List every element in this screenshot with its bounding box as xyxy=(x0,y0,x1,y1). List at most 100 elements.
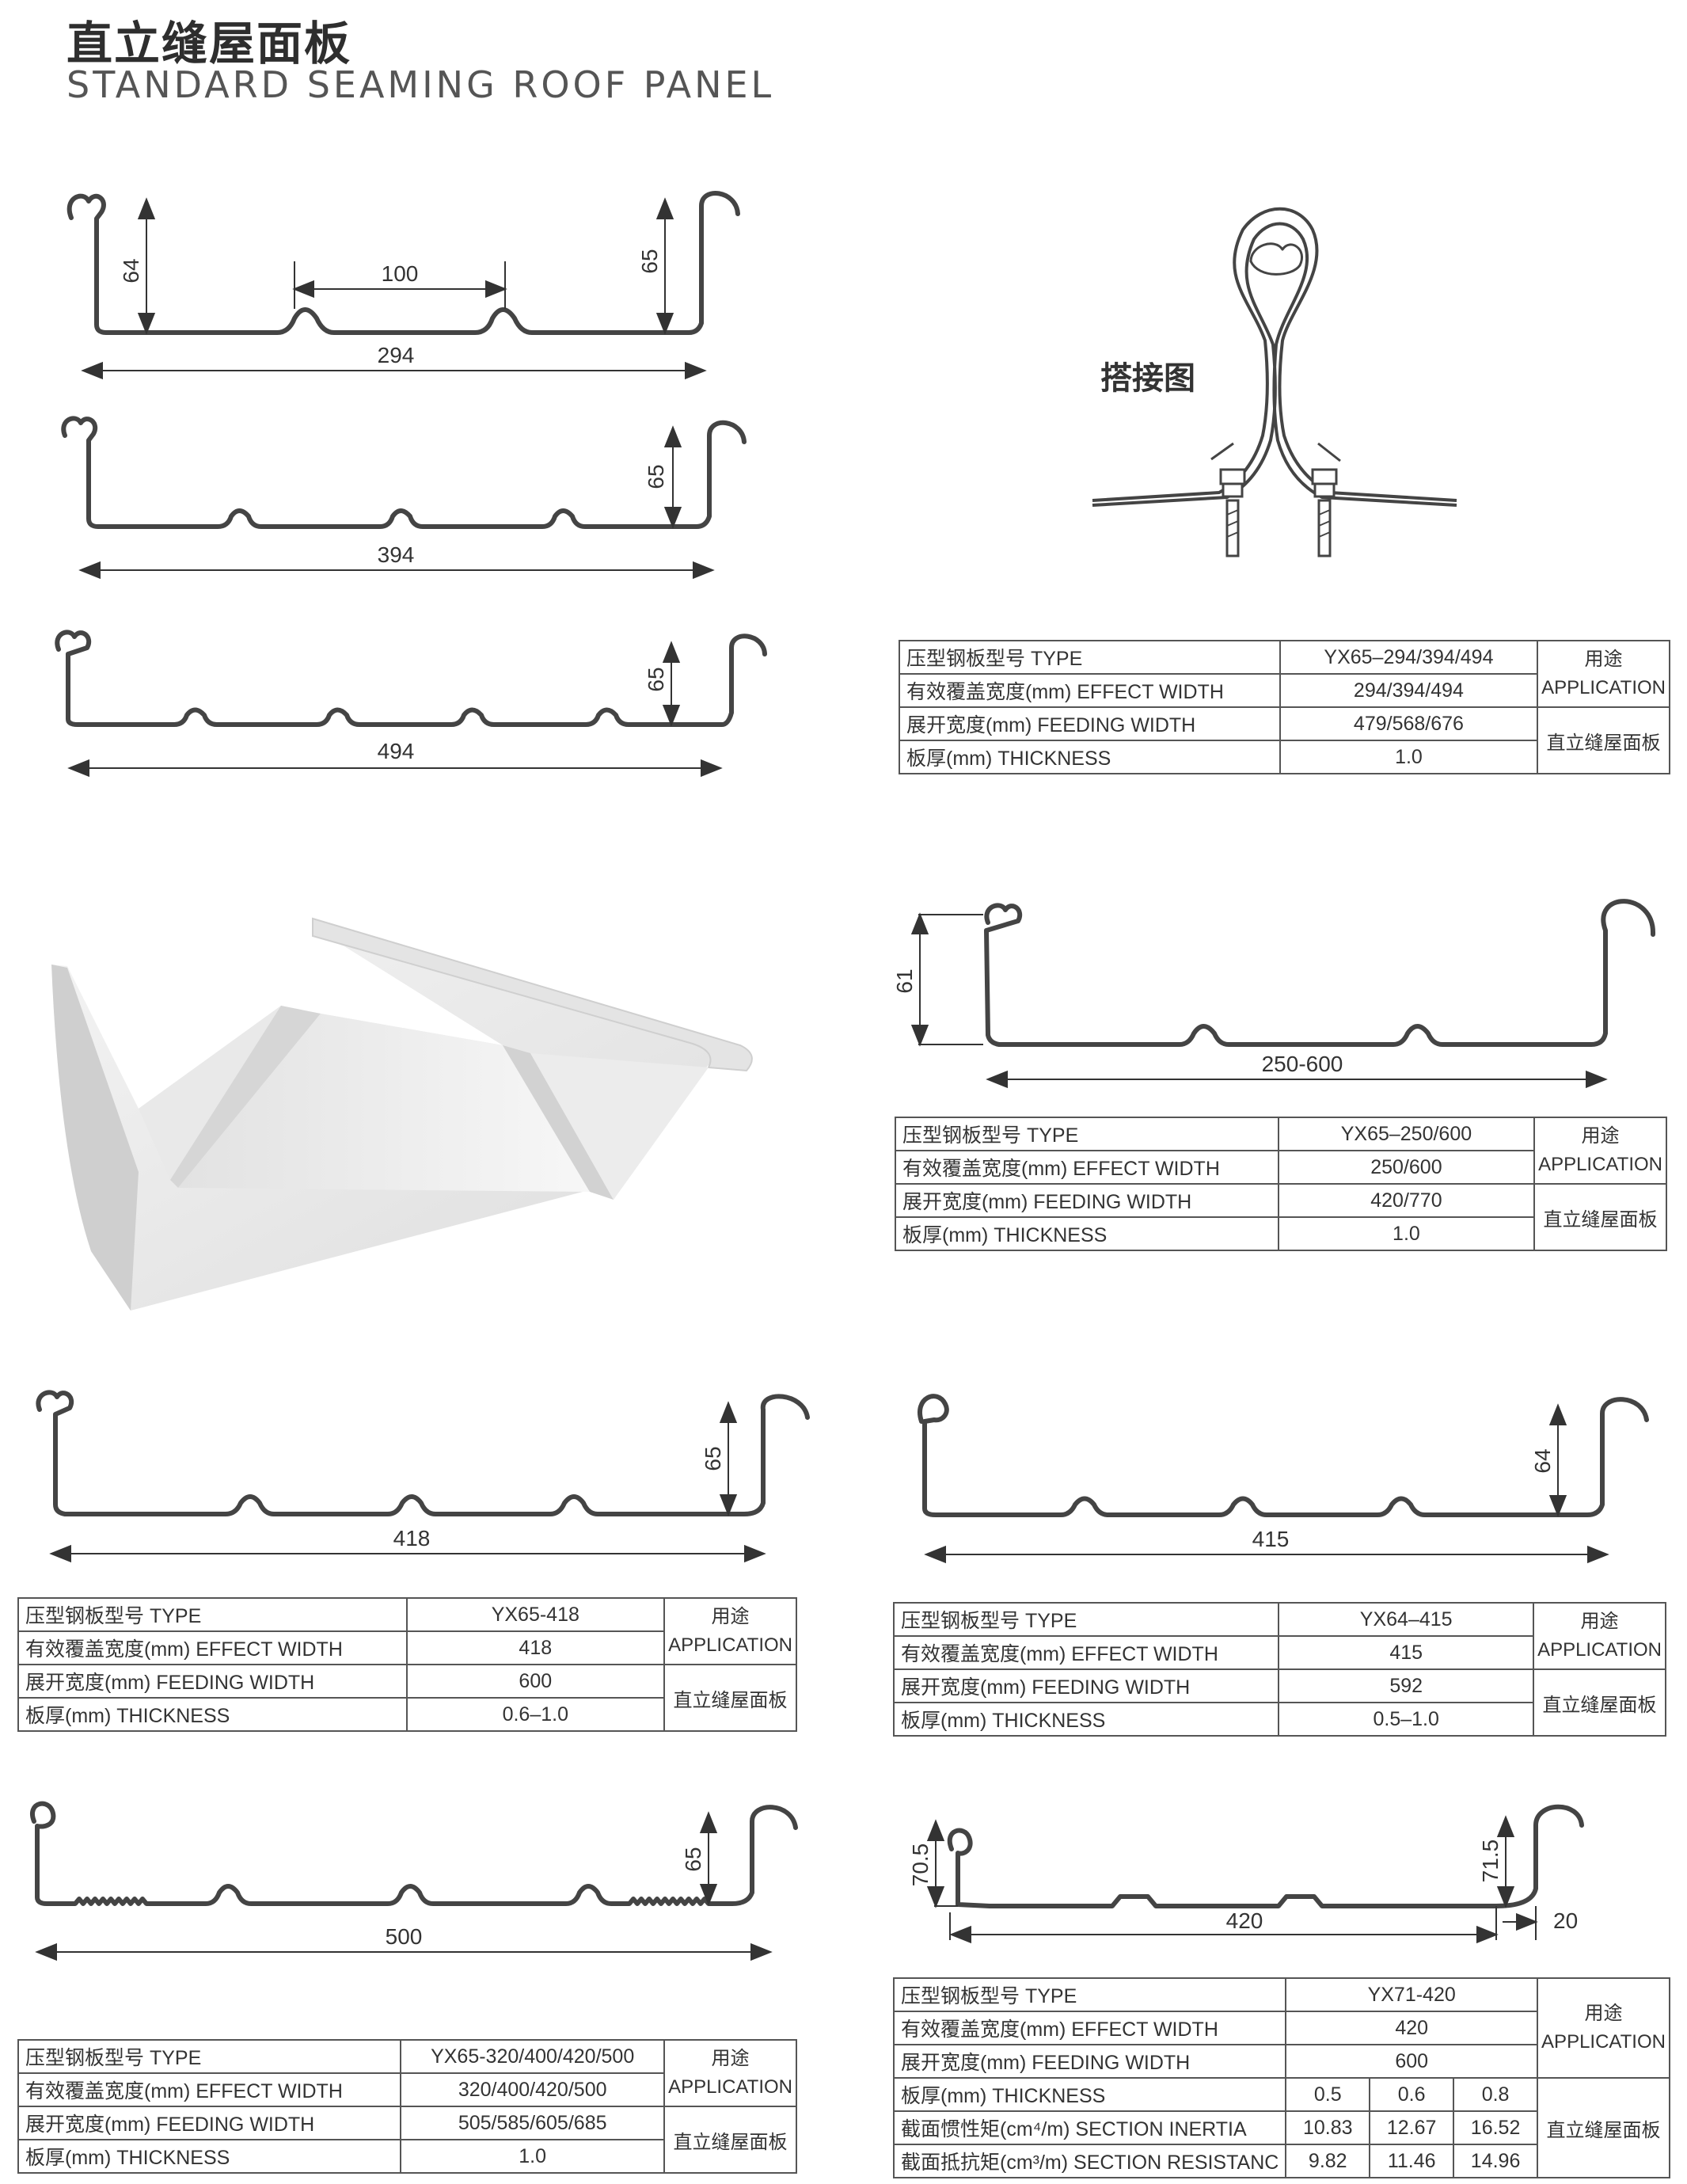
label-thickness: 板厚(mm) THICKNESS xyxy=(895,1216,1279,1251)
label-feeding-width: 展开宽度(mm) FEEDING WIDTH xyxy=(899,706,1281,741)
value-thickness: 1.0 xyxy=(1279,740,1539,774)
value-type: YX65–250/600 xyxy=(1277,1117,1536,1151)
value-resistance: 14.96 xyxy=(1453,2144,1539,2178)
label-section-resistance: 截面抵抗矩(cm³/m) SECTION RESISTANC xyxy=(892,2144,1287,2178)
label-thickness: 板厚(mm) THICKNESS xyxy=(17,2139,402,2174)
dim-494-right: 65 xyxy=(644,667,668,691)
value-effect-width: 415 xyxy=(1278,1635,1535,1670)
dim-500-width: 500 xyxy=(386,1924,423,1949)
value-effect-width: 250/600 xyxy=(1277,1150,1536,1185)
label-effect-width: 有效覆盖宽度(mm) EFFECT WIDTH xyxy=(895,1150,1279,1185)
page-title: 直立缝屋面板 xyxy=(66,17,352,70)
value-resistance: 9.82 xyxy=(1285,2144,1371,2178)
label-effect-width: 有效覆盖宽度(mm) EFFECT WIDTH xyxy=(892,2011,1287,2045)
dim-494-width: 494 xyxy=(378,739,415,763)
value-effect-width: 420 xyxy=(1285,2011,1539,2045)
value-type: YX65-320/400/420/500 xyxy=(400,2039,666,2074)
value-effect-width: 294/394/494 xyxy=(1279,673,1539,708)
lap-diagram-label: 搭接图 xyxy=(1100,360,1195,397)
page-subtitle: STANDARD SEAMING ROOF PANEL xyxy=(66,63,775,106)
application-value: 直立缝屋面板 xyxy=(663,1664,797,1732)
label-feeding-width: 展开宽度(mm) FEEDING WIDTH xyxy=(892,1668,1280,1703)
value-effect-width: 320/400/420/500 xyxy=(400,2072,666,2107)
dim-294-width: 294 xyxy=(378,343,415,367)
value-feeding-width: 420/770 xyxy=(1277,1183,1536,1218)
label-effect-width: 有效覆盖宽度(mm) EFFECT WIDTH xyxy=(892,1635,1280,1670)
value-inertia: 10.83 xyxy=(1285,2110,1371,2145)
profile-418-drawing: 65 418 xyxy=(36,1390,810,1563)
value-feeding-width: 592 xyxy=(1278,1668,1535,1703)
profile-394-drawing: 65 394 xyxy=(61,416,747,580)
dim-250-left: 61 xyxy=(892,968,917,993)
application-value: 直立缝屋面板 xyxy=(1533,1183,1667,1251)
label-type: 压型钢板型号 TYPE xyxy=(895,1117,1279,1151)
label-effect-width: 有效覆盖宽度(mm) EFFECT WIDTH xyxy=(17,2072,402,2107)
dim-294-left: 64 xyxy=(119,258,143,283)
dim-420-right: 71.5 xyxy=(1478,1840,1503,1883)
value-type: YX64–415 xyxy=(1278,1602,1535,1637)
application-value: 直立缝屋面板 xyxy=(1537,706,1670,774)
value-inertia: 16.52 xyxy=(1453,2110,1539,2145)
dim-394-width: 394 xyxy=(378,542,415,567)
label-type: 压型钢板型号 TYPE xyxy=(892,1977,1287,2012)
dim-500-right: 65 xyxy=(681,1847,705,1871)
dim-294-right: 65 xyxy=(637,249,662,273)
application-value: 直立缝屋面板 xyxy=(663,2106,797,2174)
profile-294-drawing: 64 65 100 294 xyxy=(66,191,740,380)
dim-394-right: 65 xyxy=(644,464,668,489)
profile-420-drawing: 70.5 71.5 420 20 xyxy=(908,1804,1584,1944)
value-thickness: 0.8 xyxy=(1453,2077,1539,2112)
value-feeding-width: 505/585/605/685 xyxy=(400,2106,666,2140)
dim-294-rib: 100 xyxy=(382,261,419,286)
lap-joint-diagram xyxy=(1092,207,1457,557)
label-type: 压型钢板型号 TYPE xyxy=(17,2039,402,2074)
profile-494-drawing: 65 494 xyxy=(55,630,767,778)
dim-418-right: 65 xyxy=(701,1446,725,1471)
dim-415-right: 64 xyxy=(1530,1448,1555,1473)
value-feeding-width: 479/568/676 xyxy=(1279,706,1539,741)
value-thickness: 0.5 xyxy=(1285,2077,1371,2112)
value-thickness: 1.0 xyxy=(400,2139,666,2174)
label-effect-width: 有效覆盖宽度(mm) EFFECT WIDTH xyxy=(899,673,1281,708)
label-type: 压型钢板型号 TYPE xyxy=(899,640,1281,675)
value-thickness: 0.5–1.0 xyxy=(1278,1702,1535,1737)
label-feeding-width: 展开宽度(mm) FEEDING WIDTH xyxy=(17,2106,402,2140)
value-resistance: 11.46 xyxy=(1369,2144,1455,2178)
value-type: YX71-420 xyxy=(1285,1977,1539,2012)
value-type: YX65-418 xyxy=(405,1597,666,1632)
value-inertia: 12.67 xyxy=(1369,2110,1455,2145)
label-thickness: 板厚(mm) THICKNESS xyxy=(892,1702,1280,1737)
value-thickness: 0.6 xyxy=(1369,2077,1455,2112)
label-thickness: 板厚(mm) THICKNESS xyxy=(17,1697,408,1732)
label-thickness: 板厚(mm) THICKNESS xyxy=(899,740,1281,774)
value-feeding-width: 600 xyxy=(1285,2044,1539,2079)
dim-420-flank: 20 xyxy=(1553,1908,1578,1933)
label-type: 压型钢板型号 TYPE xyxy=(892,1602,1280,1637)
label-feeding-width: 展开宽度(mm) FEEDING WIDTH xyxy=(895,1183,1279,1218)
label-section-inertia: 截面惯性矩(cm⁴/m) SECTION INERTIA xyxy=(892,2110,1287,2145)
dim-250-width: 250-600 xyxy=(1262,1052,1343,1076)
panel-3d-illustration xyxy=(51,917,753,1311)
value-effect-width: 418 xyxy=(405,1630,666,1665)
dim-418-width: 418 xyxy=(393,1526,431,1550)
application-value: 直立缝屋面板 xyxy=(1537,2077,1670,2178)
label-thickness: 板厚(mm) THICKNESS xyxy=(892,2077,1287,2112)
label-effect-width: 有效覆盖宽度(mm) EFFECT WIDTH xyxy=(17,1630,408,1665)
application-value: 直立缝屋面板 xyxy=(1533,1668,1666,1737)
dim-420-width: 420 xyxy=(1226,1908,1263,1933)
profile-415-drawing: 64 415 xyxy=(918,1394,1649,1564)
label-type: 压型钢板型号 TYPE xyxy=(17,1597,408,1632)
profile-500-drawing: 65 500 xyxy=(30,1801,798,1961)
